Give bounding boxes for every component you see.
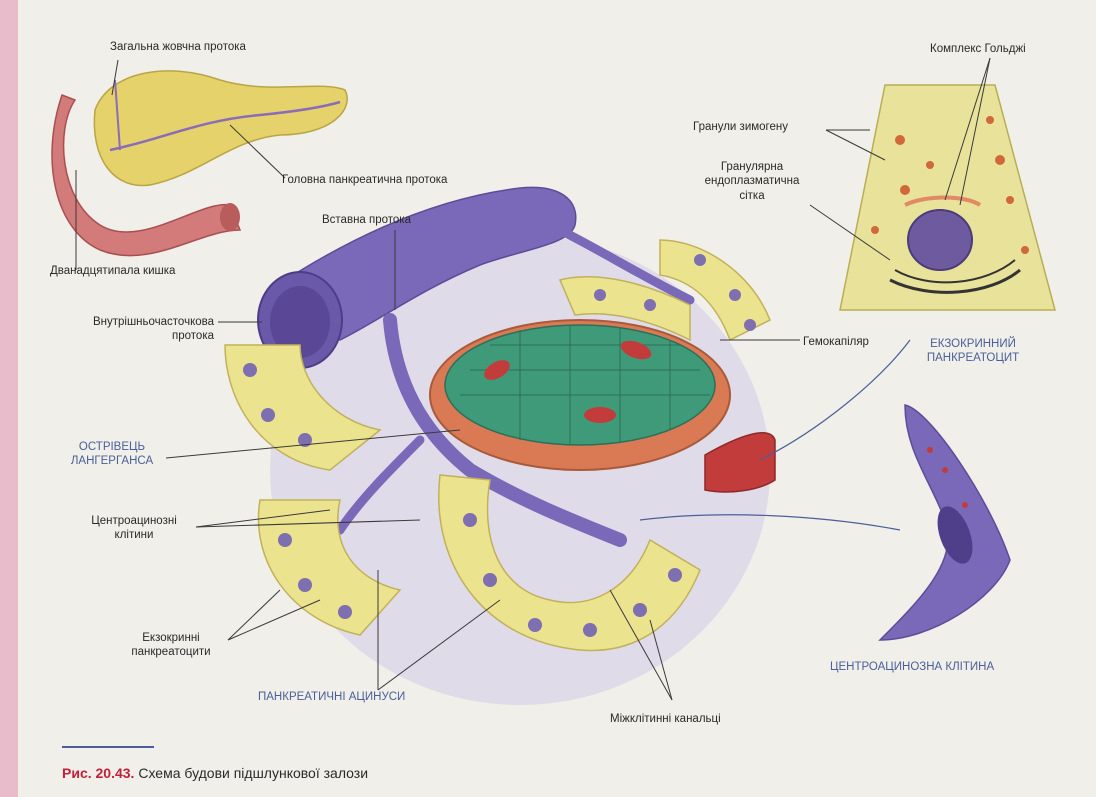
label-islet-line1: ОСТРІВЕЦЬ (62, 440, 162, 454)
label-exocrine-pancreatocytes: Екзокринні панкреатоцити (116, 631, 226, 660)
label-centroacinar-cell: ЦЕНТРОАЦИНОЗНА КЛІТИНА (830, 660, 994, 674)
label-islet-line2: ЛАНГЕРГАНСА (62, 454, 162, 468)
label-exocrine-cells-line1: Екзокринні (116, 631, 226, 645)
label-exocrine-cells-line2: панкреатоцити (116, 645, 226, 659)
label-intralobular-duct-line2: протока (56, 329, 214, 343)
caption-text: Схема будови підшлункової залози (134, 765, 368, 781)
label-centroacinar-cells-line2: клітини (76, 528, 192, 542)
exocrine-cell-illustration (840, 85, 1055, 310)
label-rough-er-line1: Гранулярна (692, 160, 812, 174)
label-intralobular-duct: Внутрішньочасточкова протока (56, 315, 214, 344)
islet-illustration (430, 320, 730, 470)
label-intercellular-canaliculi: Міжклітинні канальці (610, 712, 721, 726)
label-pancreatic-acini: ПАНКРЕАТИЧНІ АЦИНУСИ (258, 690, 405, 704)
label-main-pancreatic-duct: Головна панкреатична протока (282, 173, 447, 187)
label-hemocapillary: Гемокапіляр (803, 335, 869, 349)
figure-caption: Рис. 20.43. Схема будови підшлункової за… (62, 765, 368, 781)
caption-rule (62, 746, 154, 748)
label-duodenum: Дванадцятипала кишка (50, 264, 175, 278)
label-exocrine-pancreatocyte-line1: ЕКЗОКРИННИЙ (918, 337, 1028, 351)
label-centroacinar-cells-line1: Центроацинозні (76, 514, 192, 528)
label-intralobular-duct-line1: Внутрішньочасточкова (56, 315, 214, 329)
label-rough-er-line2: ендоплазматична (692, 174, 812, 188)
label-rough-er: Гранулярна ендоплазматична сітка (692, 160, 812, 203)
centroacinar-cell-illustration (880, 405, 1010, 640)
label-exocrine-pancreatocyte-line2: ПАНКРЕАТОЦИТ (918, 351, 1028, 365)
label-centroacinar-cells: Центроацинозні клітини (76, 514, 192, 543)
label-golgi-complex: Комплекс Гольджі (930, 42, 1026, 56)
label-islet-of-langerhans: ОСТРІВЕЦЬ ЛАНГЕРГАНСА (62, 440, 162, 469)
pancreas-illustration (94, 71, 347, 186)
label-intercalated-duct: Вставна протока (322, 213, 411, 227)
label-zymogen-granules: Гранули зимогену (693, 120, 788, 134)
label-exocrine-pancreatocyte: ЕКЗОКРИННИЙ ПАНКРЕАТОЦИТ (918, 337, 1028, 366)
label-common-bile-duct: Загальна жовчна протока (110, 40, 246, 54)
caption-number: Рис. 20.43. (62, 765, 134, 781)
label-rough-er-line3: сітка (692, 189, 812, 203)
